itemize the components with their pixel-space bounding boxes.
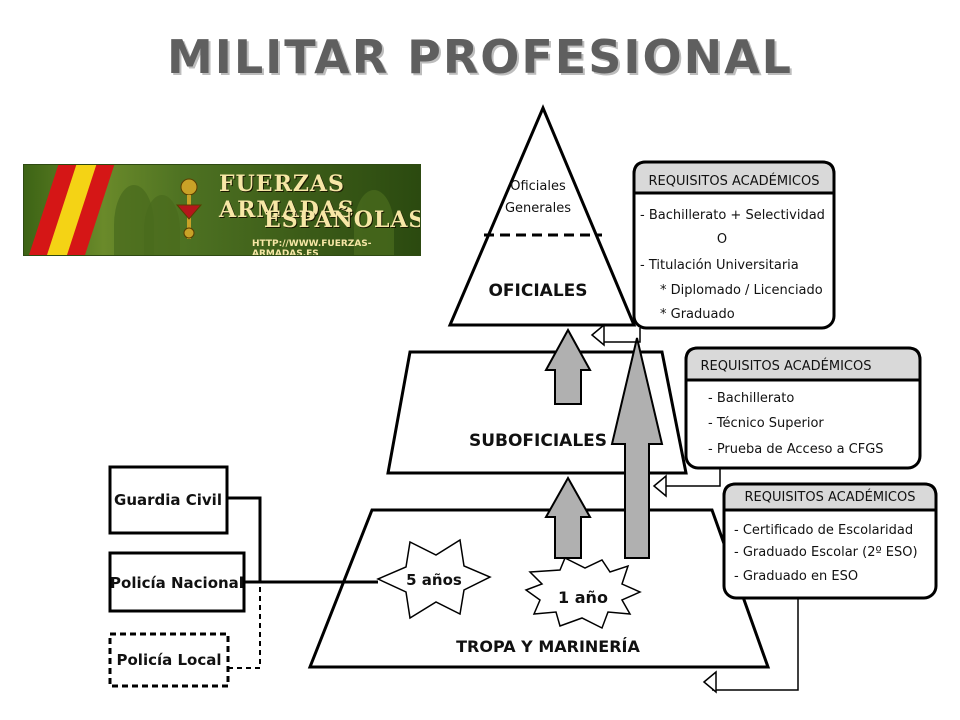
connector-req-tropa (712, 598, 799, 691)
req-oficiales-header-text: REQUISITOS ACADÉMICOS (649, 173, 820, 189)
req-box-suboficiales-header (684, 346, 922, 382)
req-tropa-item: - Graduado Escolar (2º ESO) (734, 545, 918, 560)
connector-arrowhead-icon (652, 474, 667, 498)
soldier-silhouette (354, 190, 394, 255)
req-oficiales-item: - Titulación Universitaria (640, 258, 799, 273)
page-title: MILITAR PROFESIONAL (166, 30, 793, 84)
req-suboficiales-item: - Bachillerato (708, 391, 794, 406)
label-oficiales-generales-2: Generales (505, 201, 571, 216)
connector-guardia-civil (227, 496, 378, 584)
label-policia-local: Policía Local (117, 651, 222, 669)
connector-req-suboficiales (662, 468, 721, 487)
arrow-up-suboficiales-to-oficiales (544, 327, 592, 405)
req-oficiales-item: O (717, 232, 727, 247)
label-policia-nacional: Policía Nacional (110, 574, 244, 592)
req-oficiales-item: * Graduado (660, 307, 735, 322)
banner-url: HTTP://WWW.FUERZAS-ARMADAS.ES (252, 239, 372, 256)
badge-five-years-text: 5 años (406, 571, 462, 589)
box-guardia-civil (108, 465, 229, 535)
req-tropa-item: - Certificado de Escolaridad (734, 523, 913, 538)
req-oficiales-item: - Bachillerato + Selectividad (640, 208, 825, 223)
box-policia-local (108, 632, 230, 688)
badge-one-year-text: 1 año (558, 588, 608, 607)
req-suboficiales-item: - Prueba de Acceso a CFGS (708, 442, 884, 457)
pyramid-oficiales (447, 104, 637, 327)
soldier-silhouette (144, 195, 180, 255)
box-policia-nacional (108, 551, 246, 613)
badge-one-year (524, 556, 642, 630)
req-tropa-header-text: REQUISITOS ACADÉMICOS (745, 489, 916, 505)
label-suboficiales: SUBOFICIALES (469, 431, 607, 451)
req-oficiales-item: * Diplomado / Licenciado (660, 283, 823, 298)
req-suboficiales-header-text: REQUISITOS ACADÉMICOS (701, 358, 872, 374)
connector-arrowhead-icon (702, 670, 717, 694)
fuerzas-armadas-banner: FUERZAS ARMADAS ESPAÑOLAS HTTP://WWW.FUE… (23, 164, 421, 256)
req-box-tropa-header (722, 482, 938, 512)
req-tropa-item: - Graduado en ESO (734, 569, 858, 584)
arrow-up-tropa-to-suboficiales (544, 475, 592, 559)
banner-title-line1: FUERZAS ARMADAS (219, 171, 355, 223)
armed-forces-emblem-icon (175, 178, 203, 239)
connector-policia-local (228, 584, 261, 669)
badge-five-years (376, 538, 492, 620)
label-oficiales-generales-1: Oficiales (510, 179, 566, 194)
label-guardia-civil: Guardia Civil (114, 491, 222, 509)
req-box-oficiales-header (632, 160, 836, 195)
banner-title-line2: ESPAÑOLAS (264, 207, 421, 233)
arrow-up-tropa-to-oficiales (610, 337, 664, 559)
label-oficiales: OFICIALES (488, 281, 587, 301)
connector-arrowhead-icon (590, 323, 605, 347)
connector-req-oficiales (600, 328, 641, 343)
label-tropa-marineria: TROPA Y MARINERÍA (456, 637, 640, 656)
req-suboficiales-item: - Técnico Superior (708, 416, 824, 431)
